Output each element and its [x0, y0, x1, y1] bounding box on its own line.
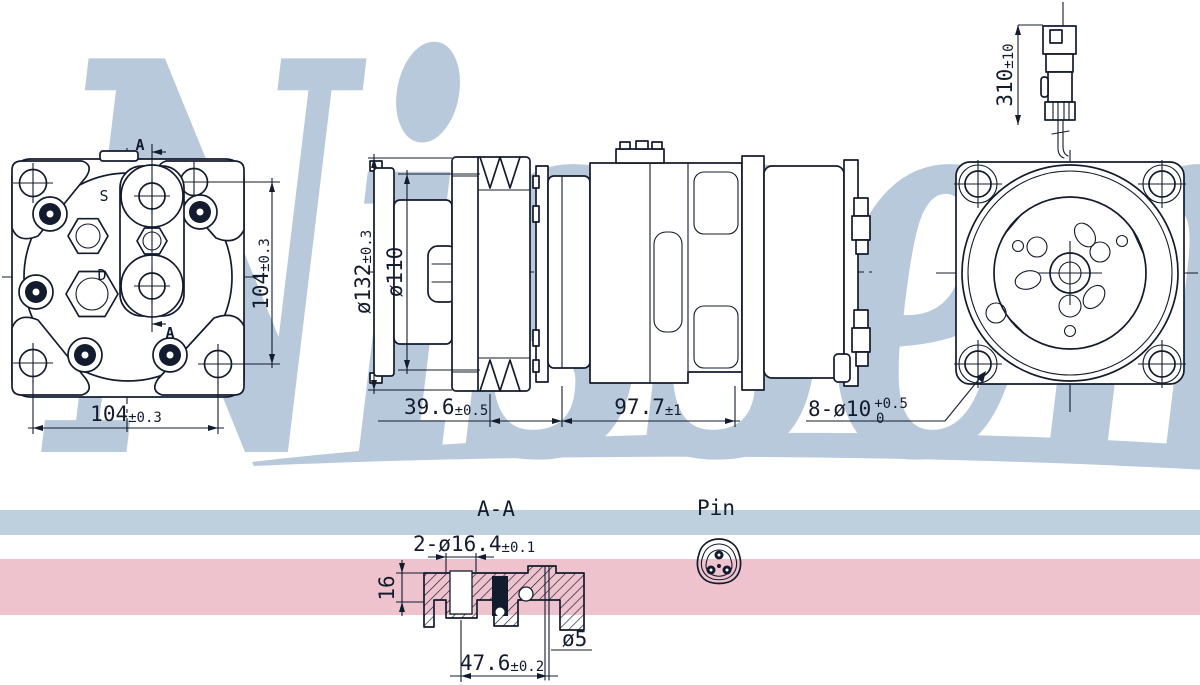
hex-plug-large: [65, 270, 119, 318]
rear-corner-bolts: [954, 160, 1186, 388]
svg-text:ø132±0.3: ø132±0.3: [351, 230, 375, 314]
electrical-connector: [1040, 2, 1077, 159]
bore-pocket: [449, 570, 473, 615]
dim-small-hole: ø5: [551, 627, 592, 651]
dim-hole-spacing: 47.6±0.2: [450, 620, 558, 682]
clutch-disc: [993, 196, 1147, 350]
svg-text:39.6±0.5: 39.6±0.5: [404, 395, 488, 419]
section-view: A-A 2-ø16.4±0.1: [375, 497, 592, 682]
svg-text:104±0.3: 104±0.3: [90, 402, 162, 426]
horizontal-band-blue: [0, 510, 1200, 535]
suction-fitting: [615, 148, 665, 164]
section-line-a: A A: [135, 136, 174, 342]
section-marker-bottom: A: [165, 324, 174, 342]
pulley: [451, 156, 531, 392]
pin-label: Pin: [697, 496, 735, 520]
front-socket-bolts: [18, 194, 218, 373]
watermark-swoosh: [252, 432, 1200, 470]
pin-detail: Pin: [696, 496, 742, 585]
svg-text:ø110: ø110: [383, 247, 407, 298]
svg-text:2-ø16.4±0.1: 2-ø16.4±0.1: [413, 532, 535, 556]
svg-text:ø5: ø5: [562, 627, 587, 651]
dim-front-bolt-height: 104±0.3: [210, 178, 280, 368]
svg-text:310±10: 310±10: [993, 43, 1017, 106]
svg-text:16: 16: [375, 575, 399, 600]
port-label-d: D: [97, 266, 106, 284]
center-spline-hole: [492, 576, 508, 616]
dim-wire-length: 310±10: [993, 24, 1043, 125]
front-view: A A S D 104±0.3: [2, 136, 280, 434]
pin-connector-icon: [696, 538, 742, 585]
dim-belt-diameter: ø110: [383, 170, 480, 374]
rear-housing: [763, 165, 845, 379]
dim-flange-thickness: 16: [375, 560, 424, 616]
front-corner-bolts: [13, 162, 238, 384]
side-view: ø132±0.3 ø110: [351, 140, 872, 427]
svg-text:8-ø10+0.50: 8-ø10+0.50: [808, 396, 908, 427]
svg-text:104±0.3: 104±0.3: [249, 238, 273, 310]
horizontal-band-pink: [0, 559, 1200, 615]
rear-view: 310±10 8-ø10+0.50: [806, 2, 1198, 427]
section-marker-top: A: [135, 136, 144, 154]
dim-front-bolt-width: 104±0.3: [28, 380, 224, 434]
port-label-s: S: [99, 187, 108, 205]
dim-pulley-od: ø132±0.3: [351, 154, 452, 394]
dim-pulley-depth: 39.6±0.5: [378, 386, 740, 427]
disc-cutouts: [985, 222, 1129, 338]
dim-body-length: 97.7±1: [562, 386, 736, 427]
hex-plug-small: [67, 217, 109, 255]
svg-text:97.7±1: 97.7±1: [614, 395, 681, 419]
section-title: A-A: [477, 497, 515, 521]
dim-section-bores: 2-ø16.4±0.1: [413, 532, 535, 572]
clutch-plate: [535, 165, 549, 383]
compressor-body: [589, 162, 743, 384]
rear-flange: [741, 155, 765, 391]
svg-text:47.6±0.2: 47.6±0.2: [460, 651, 544, 675]
front-housing: [547, 175, 591, 369]
